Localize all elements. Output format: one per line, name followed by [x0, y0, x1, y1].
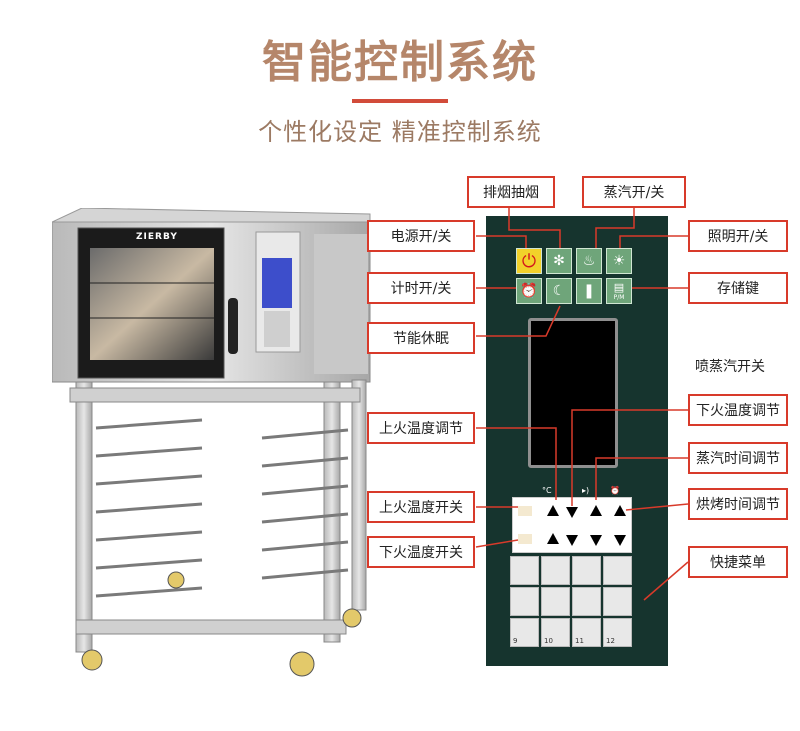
- light-icon: ☀: [612, 253, 626, 269]
- save-pm-label: P/M: [613, 294, 625, 301]
- quick-key[interactable]: [572, 556, 601, 585]
- timer-button[interactable]: ⏰: [516, 278, 542, 304]
- bake-time-up-arrow[interactable]: [614, 505, 626, 516]
- quick-menu-keypad: 9 10 11 12: [510, 556, 634, 648]
- callout-save: 存储键: [688, 272, 788, 304]
- callout-steam-time-adjust: 蒸汽时间调节: [688, 442, 788, 474]
- top-temp-down-arrow[interactable]: [566, 507, 578, 518]
- brand-logo: ZIERBY: [136, 232, 178, 242]
- callout-quick-menu: 快捷菜单: [688, 546, 788, 578]
- exhaust-button[interactable]: ✻: [546, 248, 572, 274]
- display-screen: [528, 318, 618, 468]
- bake-time-icon: ⏰: [610, 486, 620, 495]
- quick-key[interactable]: [541, 587, 570, 616]
- top-temp-up-arrow[interactable]: [547, 505, 559, 516]
- alarm-clock-icon: ⏰: [520, 283, 538, 299]
- steam-time-down-arrow[interactable]: [590, 535, 602, 546]
- callout-exhaust: 排烟抽烟: [467, 176, 555, 208]
- bake-time-down-arrow[interactable]: [614, 535, 626, 546]
- callout-steam: 蒸汽开/关: [582, 176, 686, 208]
- spray-icon: ❚: [583, 283, 595, 299]
- callout-bake-time-adjust: 烘烤时间调节: [688, 488, 788, 520]
- callout-timer: 计时开/关: [367, 272, 475, 304]
- sleep-button[interactable]: ☾: [546, 278, 572, 304]
- quick-key[interactable]: [603, 556, 632, 585]
- power-icon: ⏻: [521, 250, 537, 272]
- quick-key[interactable]: [572, 587, 601, 616]
- sleep-icon: ☾: [552, 283, 566, 299]
- oven-illustration: [52, 208, 371, 677]
- quick-key[interactable]: [510, 556, 539, 585]
- quick-key[interactable]: [603, 587, 632, 616]
- quick-key[interactable]: 11: [572, 618, 601, 647]
- quick-key[interactable]: 12: [603, 618, 632, 647]
- title-underline: [352, 99, 448, 103]
- callout-spray: 喷蒸汽开关: [695, 359, 765, 375]
- page-title: 智能控制系统: [262, 37, 538, 88]
- spray-button[interactable]: ❚: [576, 278, 602, 304]
- callout-bottom-temp-switch: 下火温度开关: [367, 536, 475, 568]
- bottom-temp-switch-key[interactable]: [518, 534, 532, 544]
- quick-key[interactable]: 9: [510, 618, 539, 647]
- steam-icon: ♨: [582, 253, 596, 269]
- quick-key[interactable]: [510, 587, 539, 616]
- quick-key[interactable]: [541, 556, 570, 585]
- save-button[interactable]: ▤ P/M: [606, 278, 632, 304]
- save-icon: ▤: [613, 281, 625, 294]
- fan-icon: ✻: [553, 253, 565, 269]
- top-temp-switch-key[interactable]: [518, 506, 532, 516]
- page-subtitle: 个性化设定 精准控制系统: [258, 118, 542, 146]
- callout-top-temp-switch: 上火温度开关: [367, 491, 475, 523]
- callout-power: 电源开/关: [367, 220, 475, 252]
- steam-time-icon: ▸): [582, 486, 590, 495]
- quick-key[interactable]: 10: [541, 618, 570, 647]
- callout-sleep: 节能休眠: [367, 322, 475, 354]
- steam-button[interactable]: ♨: [576, 248, 602, 274]
- callout-top-temp-adjust: 上火温度调节: [367, 412, 475, 444]
- bottom-temp-up-arrow[interactable]: [547, 533, 559, 544]
- light-button[interactable]: ☀: [606, 248, 632, 274]
- power-button[interactable]: ⏻: [516, 248, 542, 274]
- steam-time-up-arrow[interactable]: [590, 505, 602, 516]
- bottom-temp-down-arrow[interactable]: [566, 535, 578, 546]
- callout-bottom-temp-adjust: 下火温度调节: [688, 394, 788, 426]
- callout-light: 照明开/关: [688, 220, 788, 252]
- temp-unit-label: °C: [542, 486, 552, 495]
